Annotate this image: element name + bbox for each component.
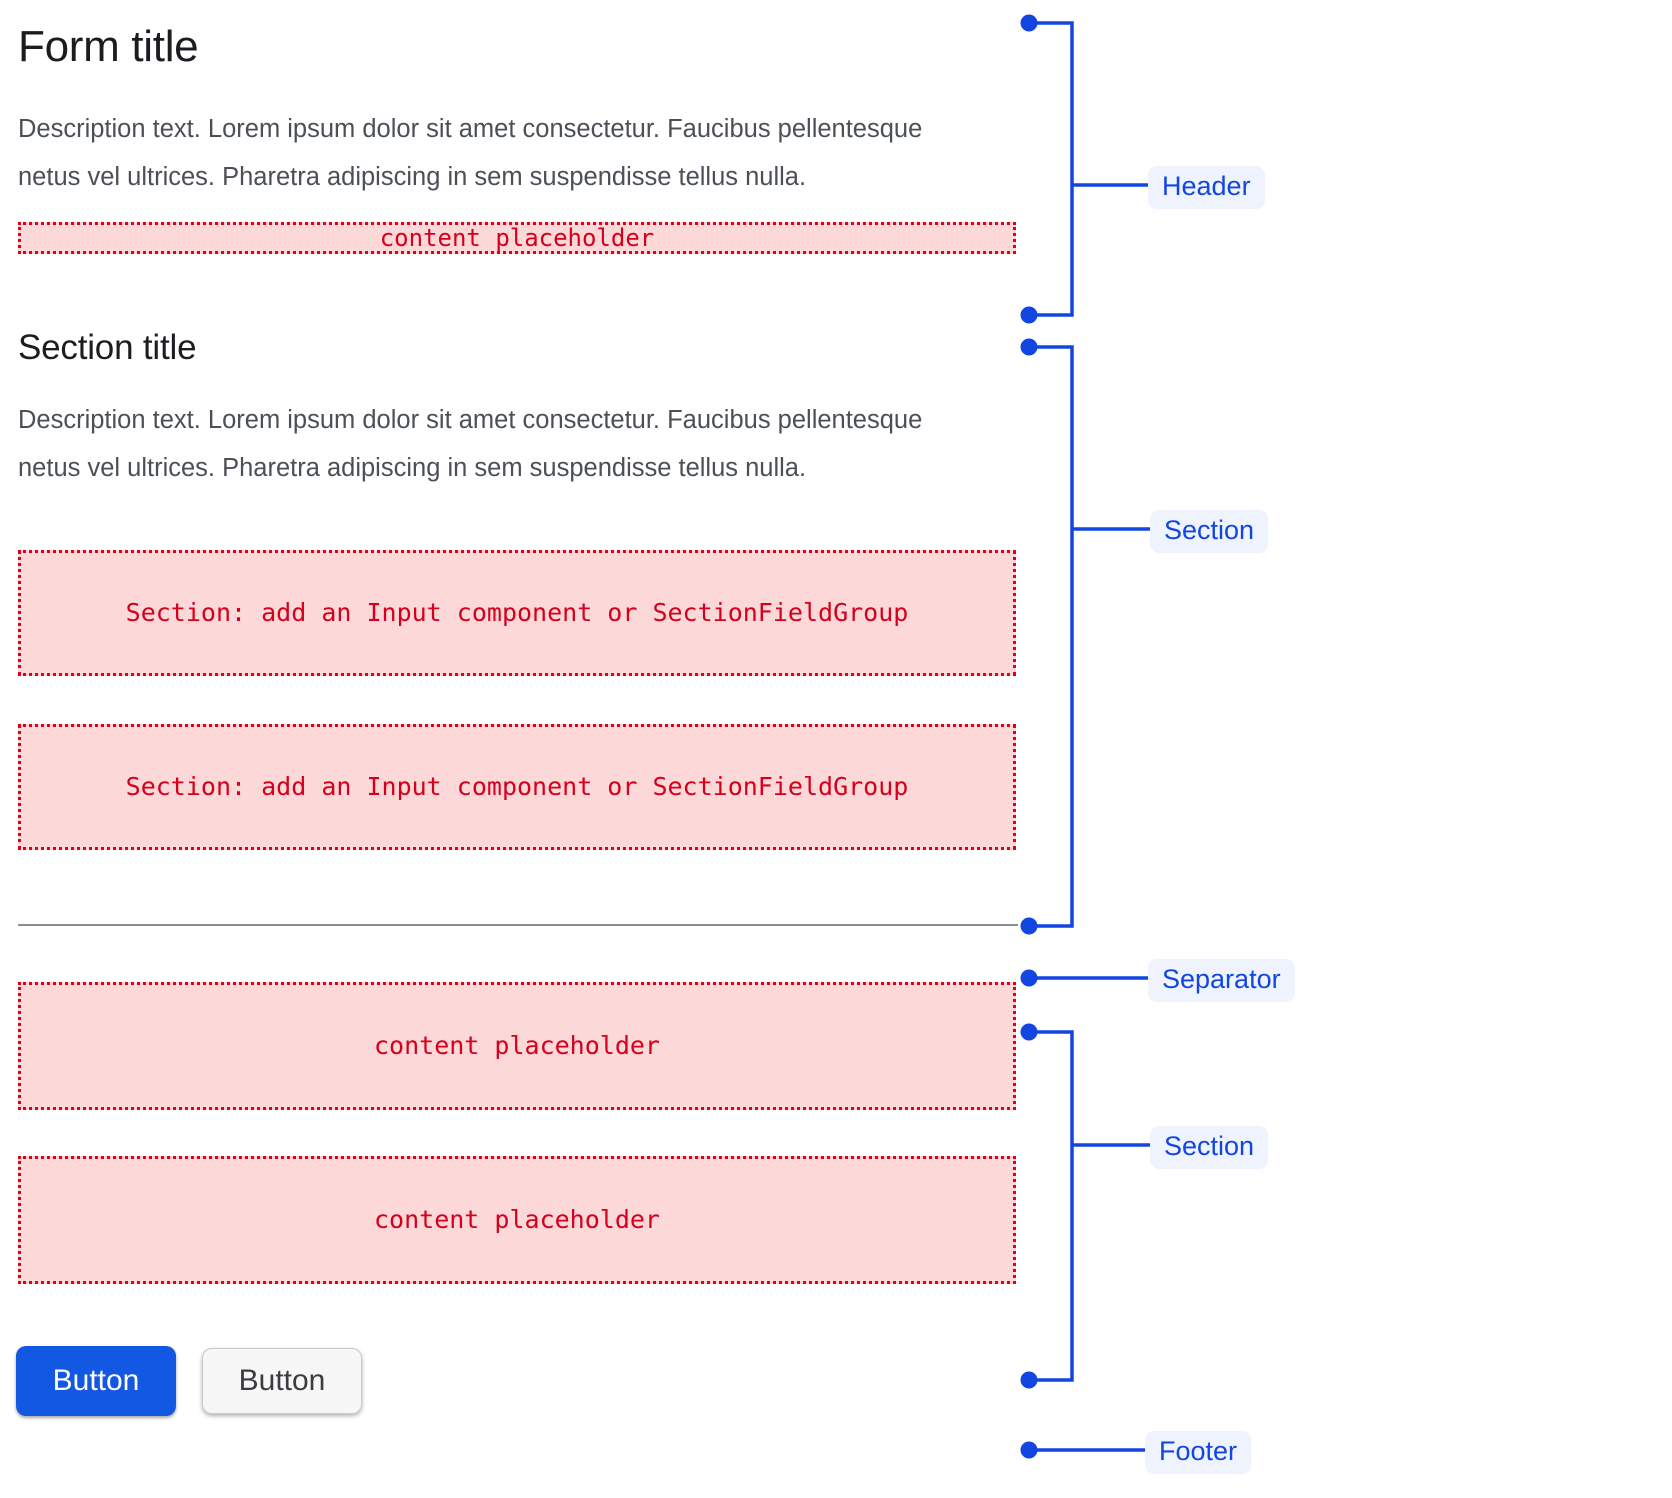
separator-leader-dot bbox=[1020, 969, 1038, 987]
section-two-bracket-dot-bottom bbox=[1020, 1371, 1038, 1389]
annotation-badge-section-one[interactable]: Section bbox=[1150, 510, 1269, 554]
footer-button-row: Button Button bbox=[16, 1345, 1016, 1416]
form-separator bbox=[18, 923, 1018, 926]
form-description: Description text. Lorem ipsum dolor sit … bbox=[18, 114, 923, 191]
header-content-placeholder[interactable]: content placeholder bbox=[18, 221, 1016, 254]
header-bracket-dot-bottom bbox=[1020, 306, 1038, 324]
annotation-badge-header[interactable]: Header bbox=[1148, 166, 1265, 210]
annotation-badge-footer[interactable]: Footer bbox=[1145, 1431, 1252, 1475]
section-title: Section title bbox=[18, 327, 197, 367]
header-bracket-dot-top bbox=[1020, 14, 1038, 32]
section-two-bracket-dot-top bbox=[1020, 1023, 1038, 1041]
section-one-bracket-dot-top bbox=[1020, 338, 1038, 356]
footer-leader-dot bbox=[1020, 1441, 1038, 1459]
section-two-placeholder-1[interactable]: content placeholder bbox=[18, 981, 1016, 1110]
annotation-badge-separator[interactable]: Separator bbox=[1148, 959, 1295, 1003]
form-title: Form title bbox=[18, 22, 199, 71]
section-one-bracket-dot-bottom bbox=[1020, 917, 1038, 935]
section-description: Description text. Lorem ipsum dolor sit … bbox=[18, 405, 923, 482]
section-field-placeholder-2[interactable]: Section: add an Input component or Secti… bbox=[18, 723, 1016, 850]
annotation-badge-section-two[interactable]: Section bbox=[1150, 1126, 1269, 1170]
primary-button[interactable]: Button bbox=[16, 1345, 176, 1416]
form-preview: Form title Description text. Lorem ipsum… bbox=[16, 0, 1018, 1416]
section-field-placeholder-1[interactable]: Section: add an Input component or Secti… bbox=[18, 549, 1016, 676]
header-bracket bbox=[1029, 21, 1148, 317]
section-two-bracket bbox=[1029, 1030, 1150, 1382]
section-two-placeholder-2[interactable]: content placeholder bbox=[18, 1155, 1016, 1284]
section-one-bracket bbox=[1029, 345, 1150, 928]
secondary-button[interactable]: Button bbox=[202, 1347, 362, 1414]
